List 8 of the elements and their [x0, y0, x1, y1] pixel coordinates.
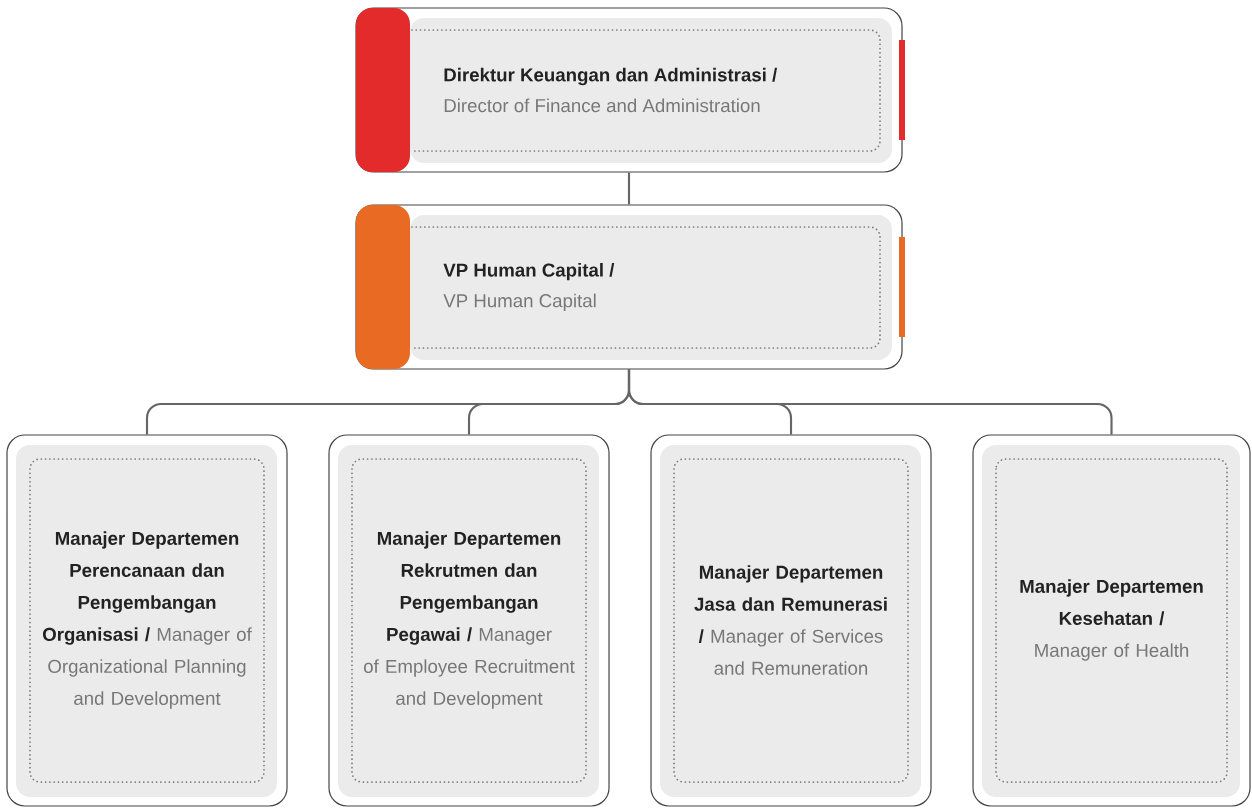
position-box: VP Human Capital / VP Human Capital [355, 204, 905, 370]
position-box: Manajer Departemen Perencanaan dan Pengembangan Organisasi / Manager of Organizational Planning and Development [6, 434, 288, 807]
position-box: Manajer Departemen Rekrutmen dan Pengembangan Pegawai / Manager of Employee Recruitment and Development [328, 434, 610, 807]
position-box: Direktur Keuangan dan Administrasi / Director of Finance and Administration [355, 7, 905, 173]
connector-line [627, 172, 631, 205]
position-box: Manajer Departemen Jasa dan Remunerasi / Manager of Services and Remuneration [650, 434, 932, 807]
position-box: Manajer Departemen Kesehatan / Manager of Health [972, 434, 1251, 807]
connector-line [627, 369, 1113, 435]
